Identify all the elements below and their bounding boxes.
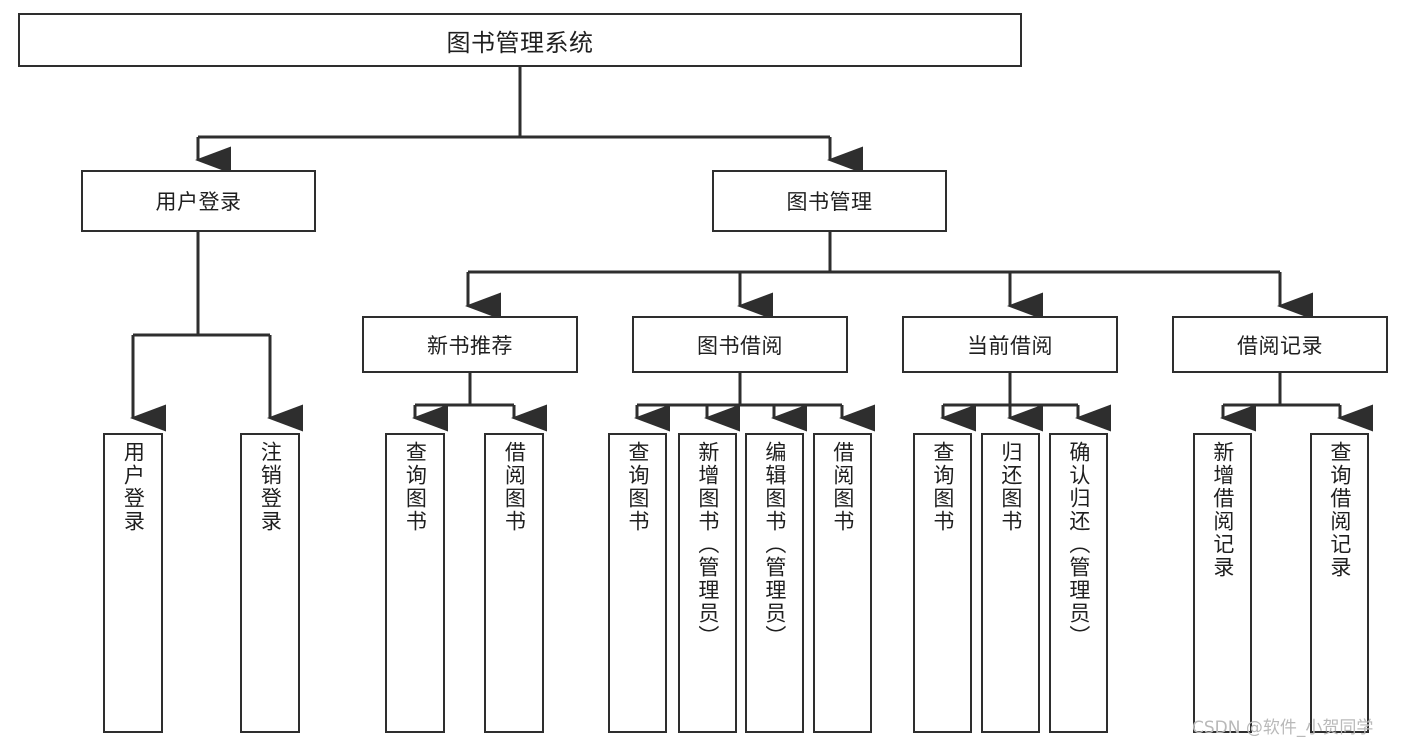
node-leaf-borrow-book-2[interactable]: 借阅图书: [813, 433, 872, 733]
node-user-login[interactable]: 用户登录: [81, 170, 316, 232]
csdn-watermark: CSDN @软件_小贺同学: [1192, 718, 1374, 738]
node-leaf-borrow-book-1-label: 借阅图书: [502, 441, 527, 533]
node-leaf-query-book-3[interactable]: 查询图书: [913, 433, 972, 733]
node-leaf-query-record[interactable]: 查询借阅记录: [1310, 433, 1369, 733]
node-leaf-confirm-return[interactable]: 确认归还（管理员）: [1049, 433, 1108, 733]
node-leaf-user-login[interactable]: 用户登录: [103, 433, 163, 733]
node-leaf-edit-book-label: 编辑图书（管理员）: [762, 441, 787, 648]
node-leaf-return-book[interactable]: 归还图书: [981, 433, 1040, 733]
node-borrow-record[interactable]: 借阅记录: [1172, 316, 1388, 373]
node-new-book-rec-label: 新书推荐: [427, 333, 513, 358]
node-book-borrow[interactable]: 图书借阅: [632, 316, 848, 373]
node-leaf-confirm-return-label: 确认归还（管理员）: [1066, 441, 1091, 648]
node-leaf-borrow-book-1[interactable]: 借阅图书: [484, 433, 544, 733]
node-leaf-add-record-label: 新增借阅记录: [1210, 441, 1235, 579]
node-new-book-rec[interactable]: 新书推荐: [362, 316, 578, 373]
node-leaf-add-record[interactable]: 新增借阅记录: [1193, 433, 1252, 733]
node-leaf-user-logout-label: 注销登录: [258, 441, 283, 533]
node-user-login-label: 用户登录: [155, 190, 242, 214]
node-leaf-add-book[interactable]: 新增图书（管理员）: [678, 433, 737, 733]
node-leaf-query-record-label: 查询借阅记录: [1327, 441, 1352, 579]
node-root-label: 图书管理系统: [446, 28, 594, 57]
node-leaf-query-book-1[interactable]: 查询图书: [385, 433, 445, 733]
node-leaf-borrow-book-2-label: 借阅图书: [830, 441, 855, 533]
node-leaf-return-book-label: 归还图书: [998, 441, 1023, 533]
node-book-manage-label: 图书管理: [786, 190, 873, 214]
node-leaf-query-book-2[interactable]: 查询图书: [608, 433, 667, 733]
node-book-manage[interactable]: 图书管理: [712, 170, 947, 232]
node-leaf-query-book-1-label: 查询图书: [403, 441, 428, 533]
node-current-borrow-label: 当前借阅: [967, 333, 1053, 358]
node-borrow-record-label: 借阅记录: [1237, 333, 1323, 358]
node-leaf-query-book-3-label: 查询图书: [930, 441, 955, 533]
node-root[interactable]: 图书管理系统: [18, 13, 1022, 67]
node-leaf-query-book-2-label: 查询图书: [625, 441, 650, 533]
node-leaf-edit-book[interactable]: 编辑图书（管理员）: [745, 433, 804, 733]
node-leaf-add-book-label: 新增图书（管理员）: [695, 441, 720, 648]
node-leaf-user-logout[interactable]: 注销登录: [240, 433, 300, 733]
node-leaf-user-login-label: 用户登录: [121, 441, 146, 533]
node-book-borrow-label: 图书借阅: [697, 333, 783, 358]
node-current-borrow[interactable]: 当前借阅: [902, 316, 1118, 373]
